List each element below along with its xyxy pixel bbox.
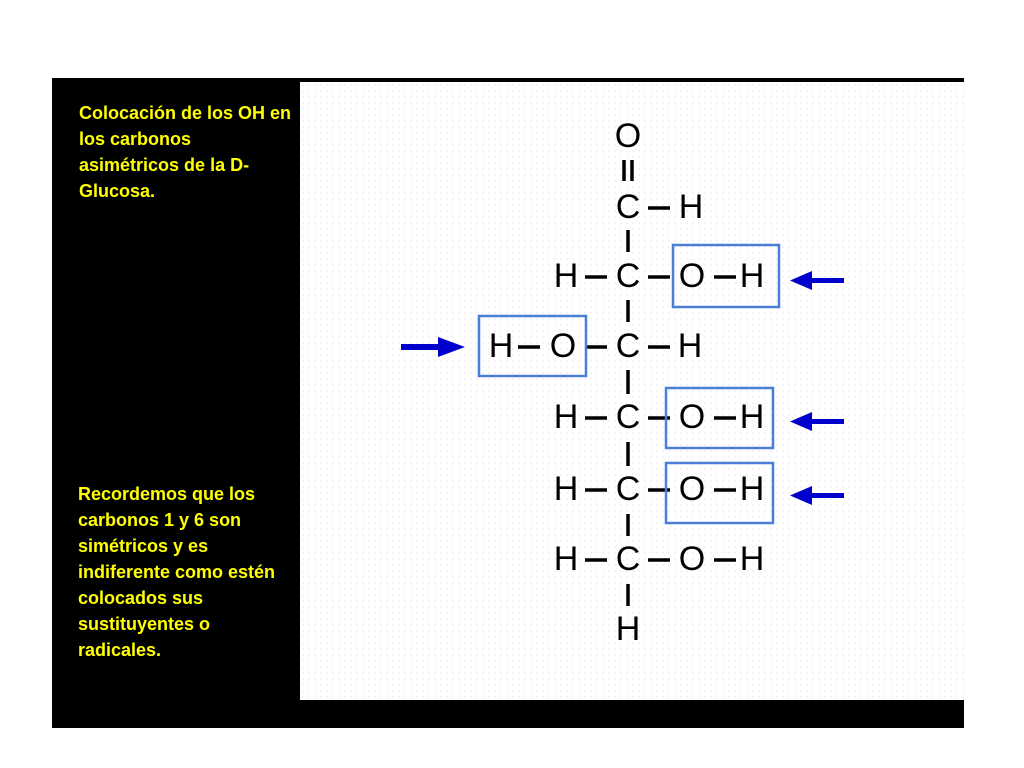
atom-c5: C	[616, 470, 641, 508]
atoms: O C H H C O H H O C H H C O H H C O H H …	[489, 117, 765, 648]
atom-h-left-c4: H	[554, 398, 579, 436]
atom-o-c3: O	[550, 327, 576, 365]
slide: Colocación de los OH en los carbonos asi…	[52, 78, 964, 728]
diagram-panel	[300, 82, 964, 700]
atom-c4: C	[616, 398, 641, 436]
oh-box-c2	[671, 243, 781, 309]
atom-o-c6: O	[679, 540, 705, 578]
atom-h-left-c2: H	[554, 257, 579, 295]
slide-title: Colocación de los OH en los carbonos asi…	[79, 103, 292, 201]
atom-h-left-c6: H	[554, 540, 579, 578]
atom-o-c2: O	[679, 257, 705, 295]
slide-note: Recordemos que los carbonos 1 y 6 son si…	[78, 484, 276, 660]
atom-h-o-c6: H	[740, 540, 765, 578]
atom-h-o-c5: H	[740, 470, 765, 508]
atom-h-c1: H	[679, 188, 704, 226]
atom-c6: C	[616, 540, 641, 578]
atom-h-right-c3: H	[678, 327, 703, 365]
arrow-left-pointing-c4	[790, 412, 844, 431]
atom-o1: O	[615, 117, 641, 155]
arrow-left-pointing-c5	[790, 486, 844, 505]
arrow-left-pointing-c2	[790, 271, 844, 290]
atom-o-c4: O	[679, 398, 705, 436]
atom-h-o-c4: H	[740, 398, 765, 436]
atom-h-bottom: H	[616, 610, 641, 648]
atom-c3: C	[616, 327, 641, 365]
atom-o-c5: O	[679, 470, 705, 508]
oh-box-c5	[664, 461, 775, 525]
atom-c2: C	[616, 257, 641, 295]
atom-h-o-c2: H	[740, 257, 765, 295]
atom-c1: C	[616, 188, 641, 226]
highlight-boxes	[477, 243, 781, 525]
atom-h-left-c5: H	[554, 470, 579, 508]
oh-box-c3	[477, 314, 588, 378]
atom-h-o-c3: H	[489, 327, 514, 365]
oh-box-c4	[664, 386, 775, 450]
bonds	[518, 160, 736, 606]
arrows	[401, 271, 844, 505]
arrow-right-pointing-c3	[401, 337, 465, 357]
